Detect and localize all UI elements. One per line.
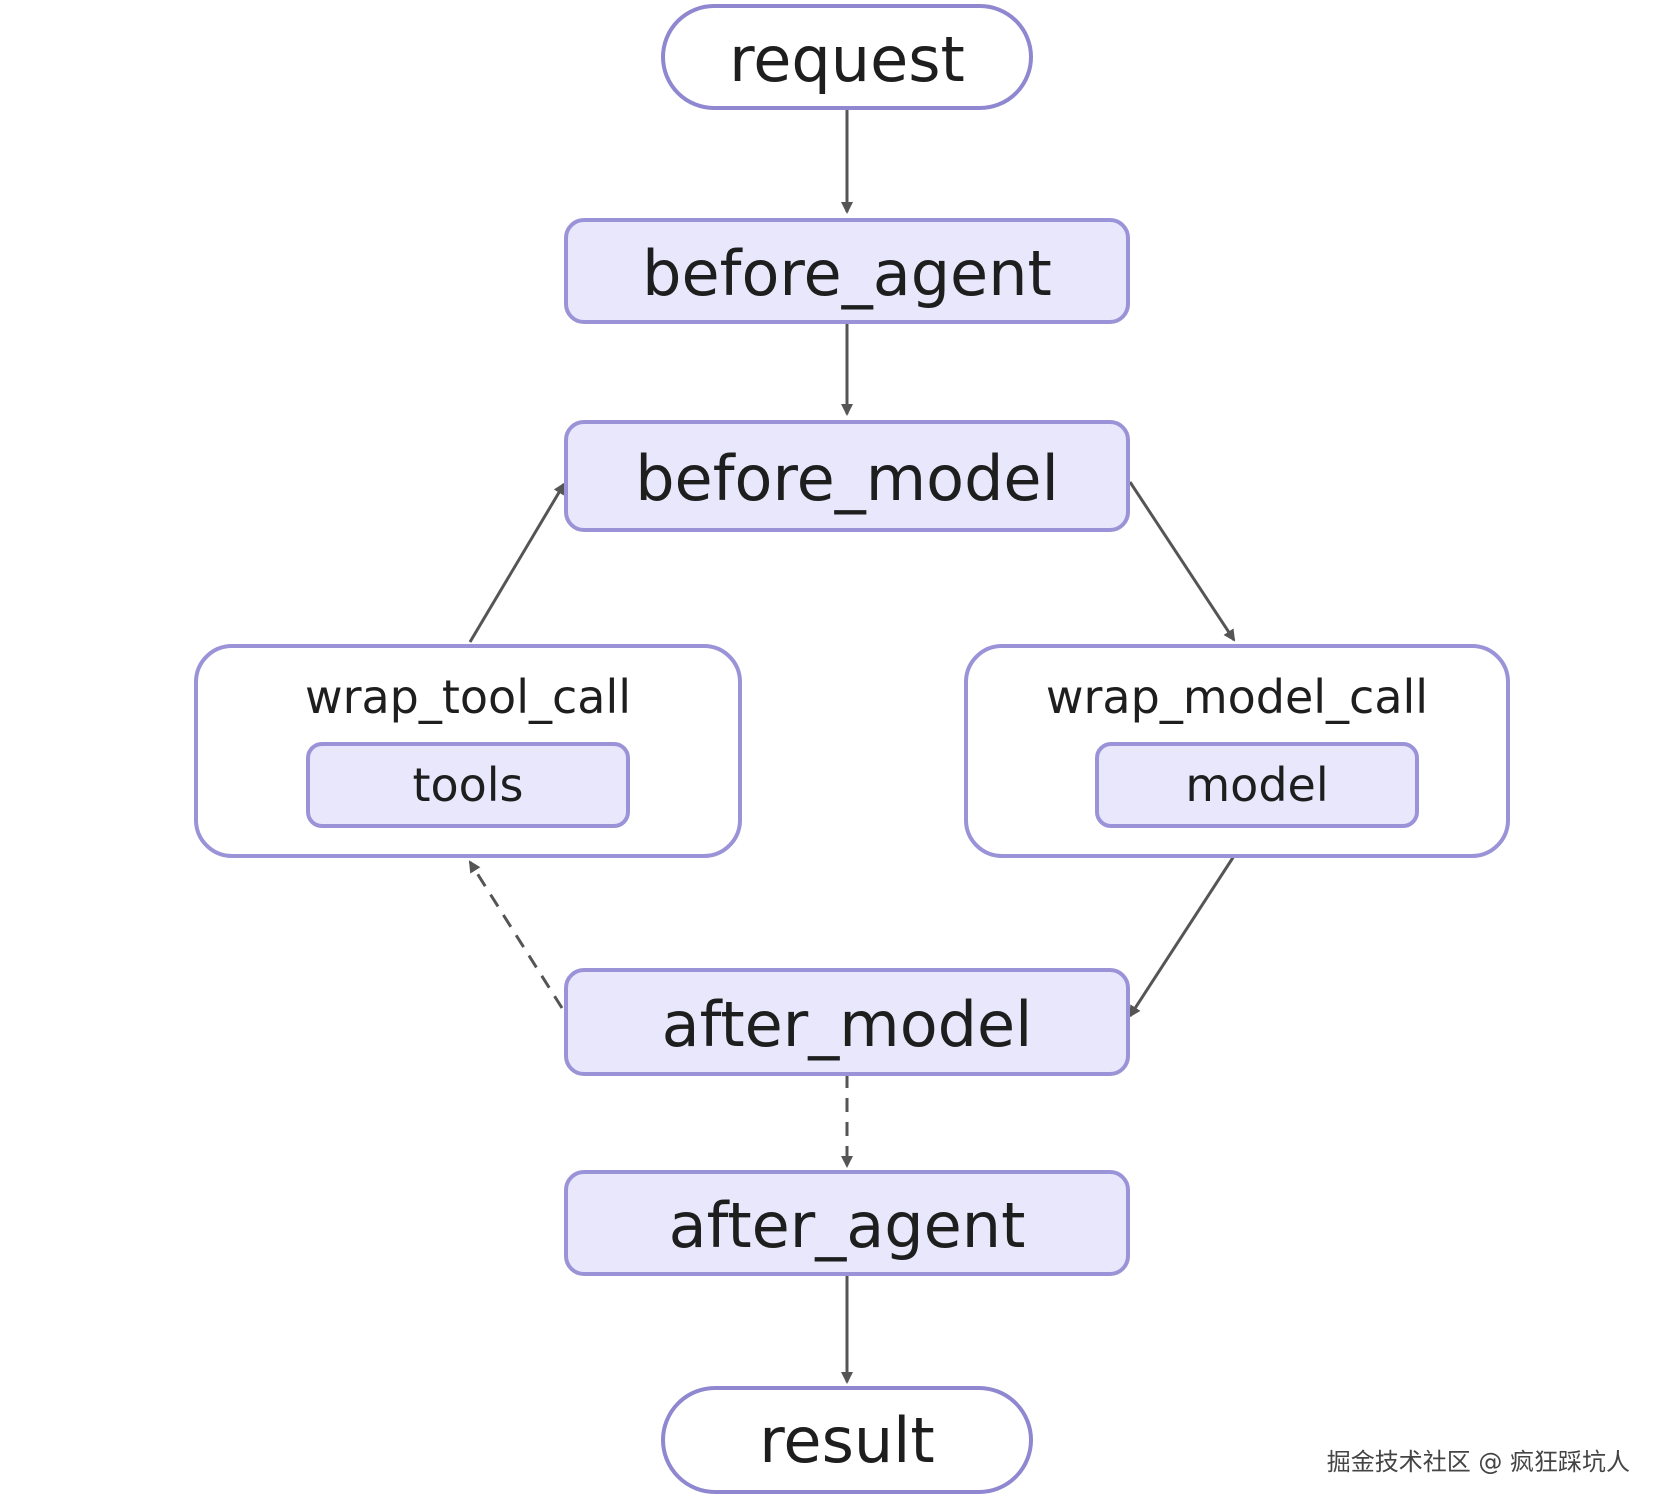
wrap-model-call-label: wrap_model_call <box>1046 670 1428 724</box>
before-model-node: before_model <box>564 420 1130 532</box>
after-model-label: after_model <box>662 988 1033 1061</box>
tools-node: tools <box>306 742 630 828</box>
request-node: request <box>661 4 1033 110</box>
before-agent-node: before_agent <box>564 218 1130 324</box>
edge-after-model-wrap-tool-call <box>468 860 564 1009</box>
before-model-label: before_model <box>635 442 1059 515</box>
result-label: result <box>759 1404 934 1477</box>
result-node: result <box>661 1386 1033 1494</box>
tools-label: tools <box>412 758 523 812</box>
edge-before-model-wrap-model-call <box>1128 481 1236 642</box>
edge-wrap-tool-call-before-model <box>468 482 566 643</box>
after-agent-label: after_agent <box>669 1189 1026 1262</box>
wrap-tool-call-label: wrap_tool_call <box>305 670 631 724</box>
request-label: request <box>729 23 965 96</box>
watermark-text: 掘金技术社区 @ 疯狂踩坑人 <box>1327 1448 1630 1476</box>
edges <box>468 108 1236 1384</box>
after-agent-node: after_agent <box>564 1170 1130 1276</box>
model-label: model <box>1185 758 1328 812</box>
before-agent-label: before_agent <box>642 237 1052 310</box>
model-node: model <box>1095 742 1419 828</box>
after-model-node: after_model <box>564 968 1130 1076</box>
edge-wrap-model-call-after-model <box>1128 855 1236 1018</box>
